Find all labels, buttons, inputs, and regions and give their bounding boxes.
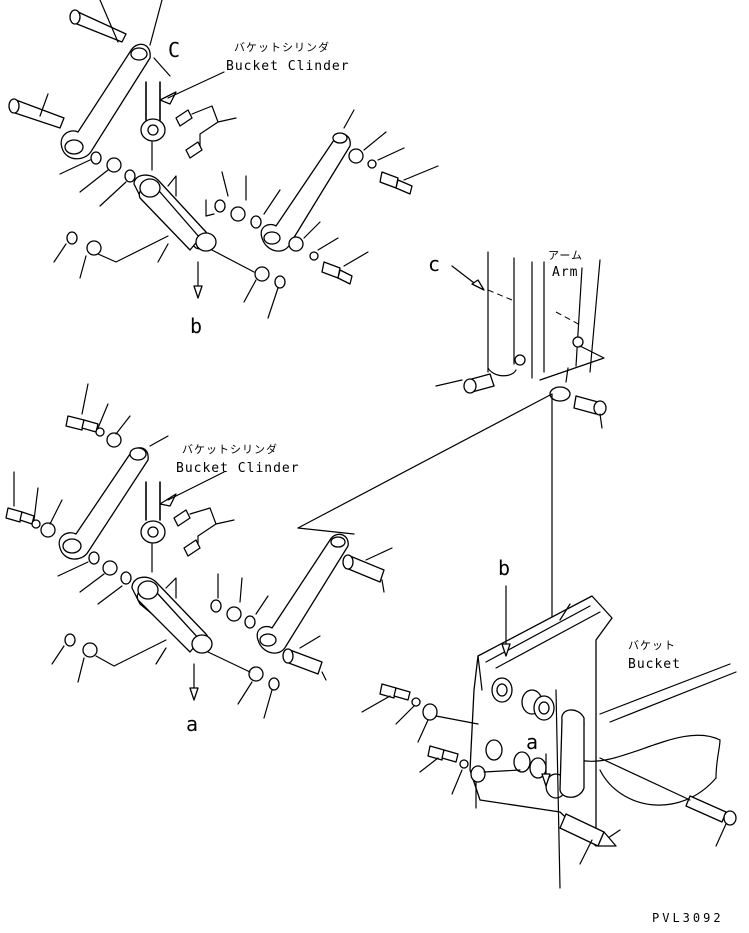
leader-bucket-cyl-top xyxy=(167,71,225,99)
bottom-left-hardware xyxy=(5,471,63,538)
top-bushings-left xyxy=(59,151,136,207)
top-grease-fittings xyxy=(175,105,237,159)
pin-top-left xyxy=(69,0,127,43)
bottom-bushings-left xyxy=(57,551,132,605)
leader-arm-to-link-2 xyxy=(297,527,355,535)
arm-jp-label: アーム xyxy=(548,249,584,262)
arrow-a-bucket-head xyxy=(541,773,551,787)
bottom-pins xyxy=(282,547,393,681)
top-right-hardware xyxy=(288,131,439,285)
arrow-a-bottom-head xyxy=(189,687,199,701)
bucket-cylinder-en-label-bottom: Bucket Clinder xyxy=(176,461,300,476)
bottom-lower-hardware xyxy=(51,633,280,719)
bucket-cylinder-jp-label-top: バケットシリンダ xyxy=(234,41,330,54)
drawing-code: PVL3092 xyxy=(652,911,724,925)
view-label-a-bucket: a xyxy=(526,730,539,754)
bottom-left-link xyxy=(58,435,169,560)
top-lower-hardware xyxy=(53,231,286,319)
arrow-b-top-head xyxy=(193,285,203,299)
leader-arm-to-link xyxy=(297,393,553,529)
bucket-assembly xyxy=(361,585,737,889)
bottom-link-assembly xyxy=(5,383,393,719)
right-link xyxy=(260,109,355,252)
arrow-b-bucket-head xyxy=(501,643,511,657)
top-link-assembly xyxy=(8,0,439,319)
arm-en-label: Arm xyxy=(552,265,579,280)
view-label-b-bucket: b xyxy=(498,556,511,580)
bottom-top-hardware xyxy=(65,383,131,448)
view-label-a-bottom: a xyxy=(186,712,199,736)
arrow-c-top xyxy=(153,57,171,77)
arm-assembly xyxy=(435,251,607,429)
bottom-right-link xyxy=(256,533,349,654)
bottom-cylinder-rod xyxy=(140,481,166,573)
top-cross-link xyxy=(133,174,217,252)
bucket-cylinder-jp-label-bottom: バケットシリンダ xyxy=(182,443,278,456)
bucket-en-label: Bucket xyxy=(628,657,681,672)
view-label-c-top: C xyxy=(168,38,181,62)
bottom-grease-fittings xyxy=(159,471,235,557)
view-label-b-top: b xyxy=(190,314,203,338)
top-bushings-right xyxy=(205,171,281,229)
arrow-c-arm-head xyxy=(471,279,485,291)
top-cylinder-rod xyxy=(140,81,166,171)
bottom-cross-link xyxy=(131,576,213,654)
pin-left xyxy=(8,93,65,129)
bucket-cylinder-en-label-top: Bucket Clinder xyxy=(226,59,350,74)
bottom-bushings-right xyxy=(210,573,269,629)
left-link xyxy=(60,0,163,160)
bucket-jp-label: バケット xyxy=(628,639,676,652)
view-label-c-arm: c xyxy=(428,252,441,276)
